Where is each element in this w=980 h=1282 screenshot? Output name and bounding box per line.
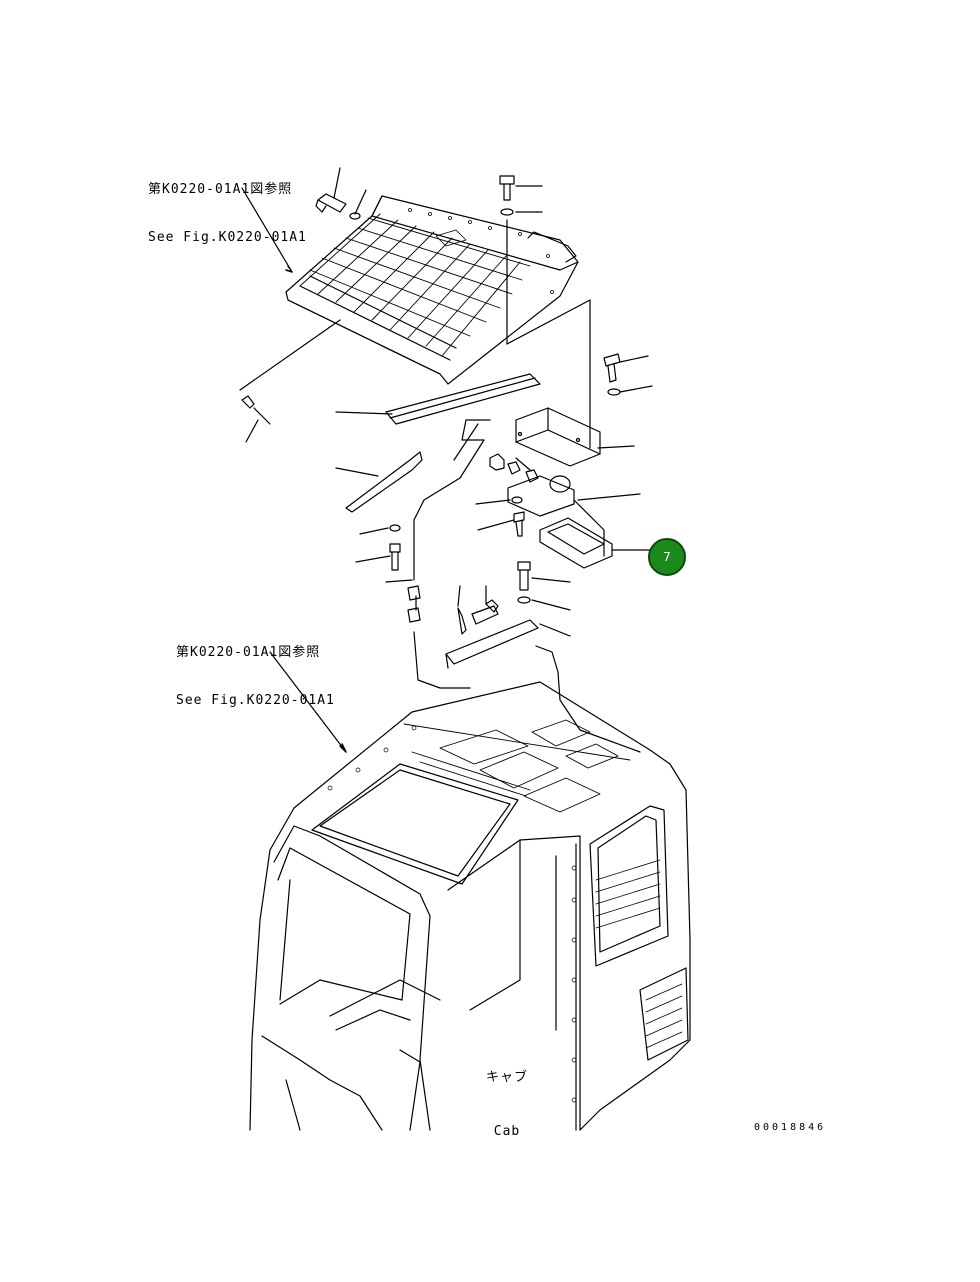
part-callout-7[interactable]: 7 [648, 538, 686, 576]
reference-label-lower: 第K0220-01A1図参照 See Fig.K0220-01A1 [176, 613, 335, 725]
reference-label-top-jp: 第K0220-01A1図参照 [148, 182, 293, 197]
wiper-bar [335, 373, 541, 425]
cab-label-en: Cab [493, 1124, 521, 1139]
motor-assembly [507, 457, 641, 557]
cab-label-jp: キャブ [486, 1070, 529, 1085]
bolt-right-middle [603, 353, 653, 396]
reference-label-lower-jp: 第K0220-01A1図参照 [176, 645, 321, 660]
reference-arrow-top [241, 187, 293, 273]
wiring-harness [413, 419, 491, 689]
roof-guard [285, 195, 579, 385]
cover-bracket [515, 407, 635, 467]
cab-label: キャブ Cab [486, 1033, 528, 1159]
wiper-blade [335, 451, 423, 513]
bolts-center [475, 496, 571, 611]
clip-pin [239, 319, 341, 443]
part-callout-7-number: 7 [663, 550, 671, 564]
bolt-horizontal [457, 585, 499, 635]
bolt-top-left [315, 167, 367, 220]
document-number: 00018846 [754, 1122, 827, 1133]
bolt-top-right [499, 175, 591, 449]
reference-label-lower-en: See Fig.K0220-01A1 [176, 693, 335, 708]
reference-arrow-lower [269, 651, 347, 753]
long-bracket [445, 619, 571, 669]
frame-part-7 [539, 517, 651, 569]
reference-label-top-en: See Fig.K0220-01A1 [148, 230, 307, 245]
bolts-left [355, 524, 413, 583]
nut-blocks [407, 453, 539, 623]
harness-to-cab [535, 645, 641, 753]
cab-body [249, 681, 691, 1131]
reference-label-top: 第K0220-01A1図参照 See Fig.K0220-01A1 [148, 150, 307, 262]
